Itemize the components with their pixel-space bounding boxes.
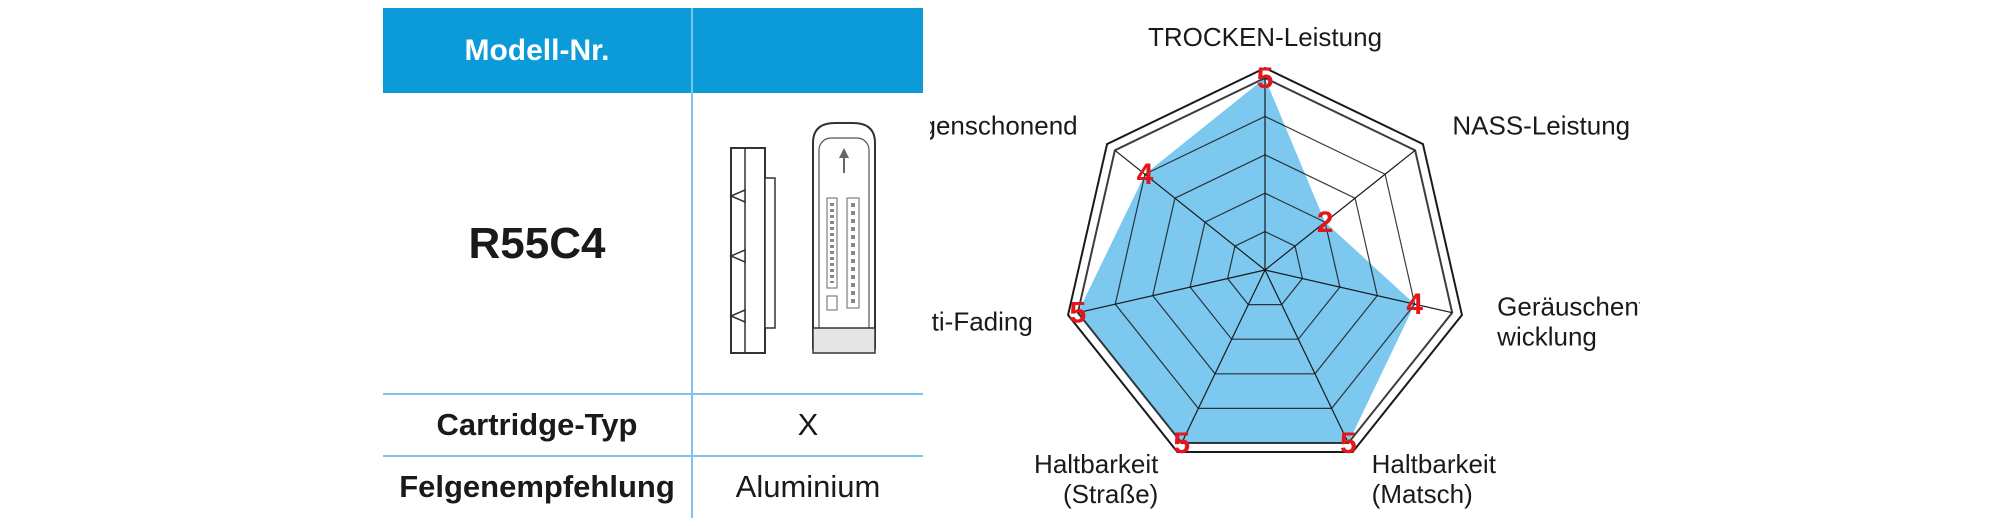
grid-ring — [1114, 115, 1416, 409]
data-area — [1077, 78, 1415, 443]
value-label: 5 — [1340, 427, 1357, 460]
axis-label: Haltbarkeit — [1034, 449, 1159, 479]
axis-label: (Straße) — [1063, 479, 1158, 509]
row-divider — [383, 455, 923, 457]
model-name: R55C4 — [468, 219, 606, 268]
table-header: Modell-Nr. — [383, 8, 923, 93]
grid-ring — [1152, 154, 1378, 375]
axis-spoke — [1264, 149, 1416, 271]
value-label: 4 — [1406, 288, 1423, 321]
axis-spoke — [1077, 269, 1266, 314]
axis-spoke — [1181, 269, 1266, 444]
rim-recommendation-value: Aluminium — [735, 469, 881, 504]
axis-label: NASS-Leistung — [1452, 110, 1630, 140]
rim-recommendation-label: Felgenempfehlung — [399, 469, 675, 504]
column-divider — [691, 8, 693, 518]
value-label: 2 — [1317, 206, 1334, 239]
grid-ring — [1076, 76, 1454, 444]
cartridge-type-value: X — [797, 407, 819, 442]
value-label: 4 — [1137, 158, 1154, 191]
axis-spoke — [1264, 269, 1349, 444]
value-label: 5 — [1257, 62, 1274, 95]
grid-ring — [1226, 230, 1304, 306]
value-label: 5 — [1173, 427, 1190, 460]
grid-ring — [1189, 192, 1341, 340]
row-divider — [383, 393, 923, 395]
axis-label: Haltbarkeit — [1372, 449, 1497, 479]
axis-label: Geräuschent- — [1497, 292, 1640, 322]
axis-label: TROCKEN-Leistung — [1148, 22, 1382, 52]
axis-label: Felgenschonend — [930, 110, 1078, 140]
axis-spoke — [1264, 269, 1453, 314]
brake-pad-image — [729, 122, 876, 354]
axis-label: wicklung — [1496, 322, 1597, 352]
axis-spoke — [1114, 149, 1266, 271]
outer-frame — [1066, 66, 1464, 453]
spec-table: Modell-Nr. R55C4 Cartridge-Typ X Felgene… — [383, 8, 923, 518]
axis-label: Anti-Fading — [930, 307, 1033, 337]
cartridge-type-label: Cartridge-Typ — [436, 407, 638, 442]
radar-chart: 5 2 4 5 5 5 4 TROCKEN-LeistungNASS-LeistungGerä… — [930, 22, 1640, 509]
value-label: 5 — [1069, 297, 1086, 330]
axis-label: (Matsch) — [1372, 479, 1473, 509]
model-number-header: Modell-Nr. — [464, 34, 610, 67]
